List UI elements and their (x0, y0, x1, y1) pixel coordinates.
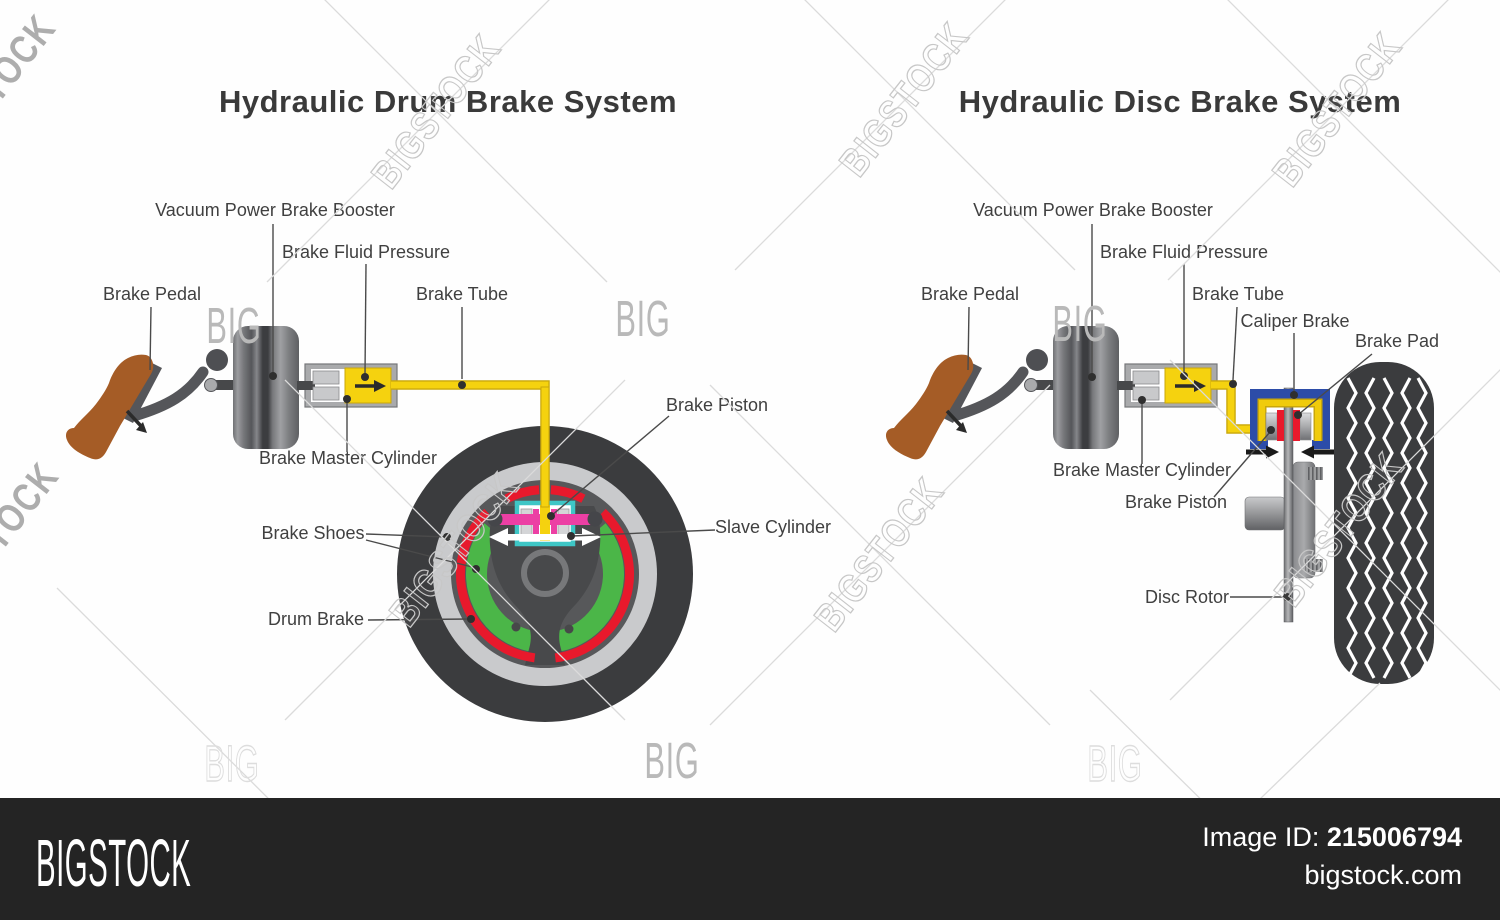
label-caliper-brake: Caliper Brake (1240, 311, 1349, 331)
label-brake-shoes: Brake Shoes (261, 523, 364, 543)
label-drum-fluid-pressure: Brake Fluid Pressure (282, 242, 450, 262)
rotor-hub-cylinder (1244, 496, 1286, 531)
label-disc-master-cylinder: Brake Master Cylinder (1053, 460, 1231, 480)
label-drum-master-cylinder: Brake Master Cylinder (259, 448, 437, 468)
tire (1334, 362, 1434, 684)
label-disc-booster: Vacuum Power Brake Booster (973, 200, 1213, 220)
rotor-disc-edge (1283, 387, 1294, 623)
label-disc-pedal: Brake Pedal (921, 284, 1019, 304)
image-id: Image ID: 215006794 (1202, 822, 1462, 853)
brake-pad-left (1277, 410, 1284, 441)
label-drum-piston: Brake Piston (666, 395, 768, 415)
label-disc-fluid-pressure: Brake Fluid Pressure (1100, 242, 1268, 262)
drum-system-title: Hydraulic Drum Brake System (219, 84, 677, 119)
brake-systems-illustration: Hydraulic Drum Brake System (0, 84, 1439, 722)
label-disc-piston: Brake Piston (1125, 492, 1227, 512)
label-disc-tube: Brake Tube (1192, 284, 1284, 304)
label-drum-booster: Vacuum Power Brake Booster (155, 200, 395, 220)
label-drum-tube: Brake Tube (416, 284, 508, 304)
label-drum-brake: Drum Brake (268, 609, 364, 629)
image-id-value: 215006794 (1326, 822, 1462, 852)
label-disc-rotor: Disc Rotor (1145, 587, 1229, 607)
label-drum-pedal: Brake Pedal (103, 284, 201, 304)
bigstock-logo: BIGSTOCK (36, 825, 192, 901)
image-id-label: Image ID: (1202, 822, 1320, 852)
footer-bar: BIGSTOCK Image ID: 215006794 bigstock.co… (0, 798, 1500, 920)
disc-system-title: Hydraulic Disc Brake System (959, 84, 1402, 119)
disc-pedal-booster-assembly (886, 326, 1217, 459)
label-brake-pad: Brake Pad (1355, 331, 1439, 351)
label-slave-cylinder: Slave Cylinder (715, 517, 831, 537)
website-url: bigstock.com (1304, 860, 1462, 890)
